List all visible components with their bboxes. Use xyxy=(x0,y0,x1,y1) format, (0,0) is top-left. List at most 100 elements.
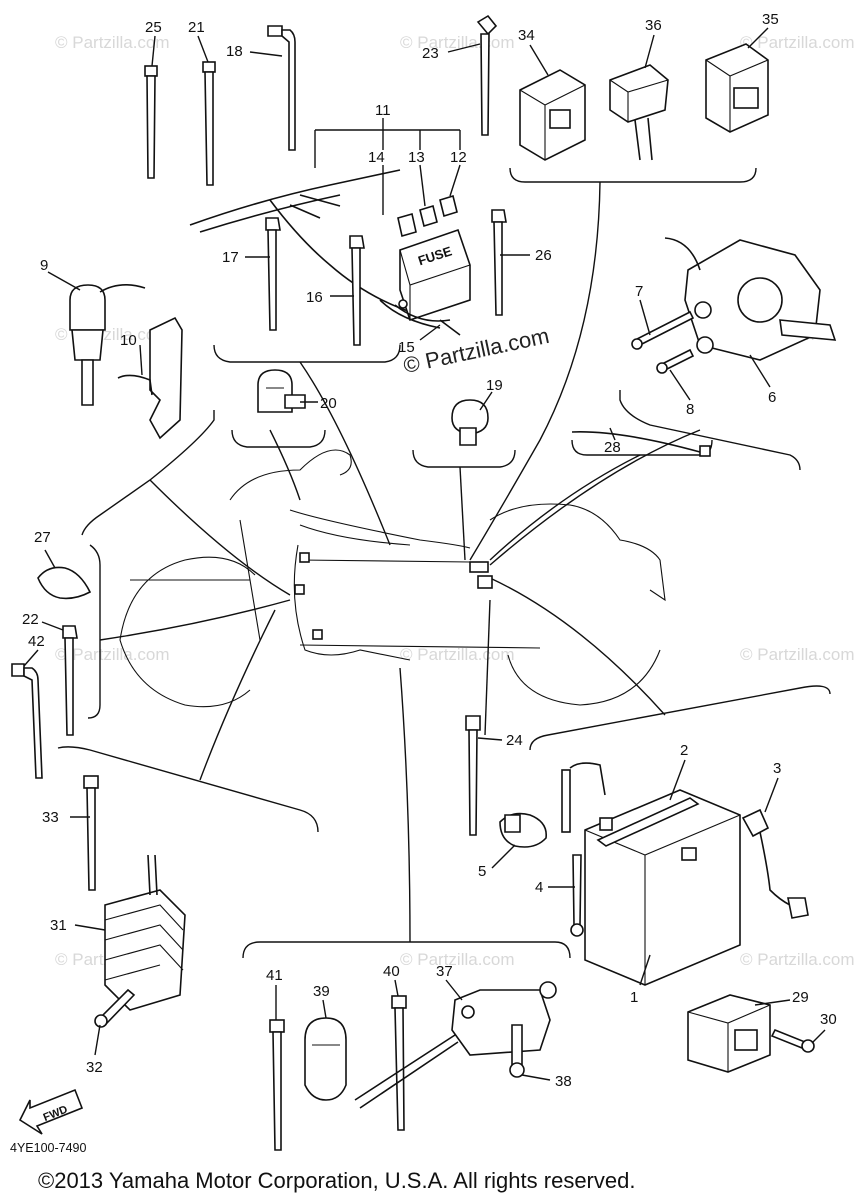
watermark-text: © Partzilla.com xyxy=(400,950,515,969)
mount-hole-icon xyxy=(694,301,712,319)
route-line xyxy=(299,361,391,546)
route-line xyxy=(489,577,666,716)
bracket-rectifier-group xyxy=(57,746,319,833)
sensor-37-wire xyxy=(354,1034,459,1109)
cable-4-icon xyxy=(572,854,582,926)
front-wheel-arc xyxy=(119,639,251,708)
cable-tie-26-icon xyxy=(493,221,503,316)
band-27-icon xyxy=(37,566,92,600)
clamp-location xyxy=(299,552,310,563)
rear-wheel-arc xyxy=(507,649,661,706)
harness-wire xyxy=(189,169,401,226)
clamp-location xyxy=(312,629,323,640)
bracket-starter-relay-group xyxy=(81,410,215,536)
leader-37 xyxy=(445,979,463,1001)
fuse-12-icon xyxy=(439,194,458,218)
leader-34 xyxy=(529,44,549,76)
cable-tie-16-icon xyxy=(351,247,361,346)
cable-tie-17-icon xyxy=(267,229,277,331)
callout-16: 16 xyxy=(306,289,323,306)
leader-25 xyxy=(151,35,156,67)
harness-wire xyxy=(199,194,341,233)
bolt-30-icon xyxy=(770,1028,807,1050)
key-icon xyxy=(779,319,837,341)
cable-tie-42-head-icon xyxy=(11,663,25,677)
relay-36-wires xyxy=(634,117,653,161)
callout-41: 41 xyxy=(266,967,283,984)
fuse-box-location xyxy=(469,561,489,573)
callout-8: 8 xyxy=(686,401,694,418)
route-line xyxy=(469,181,601,561)
callout-22: 22 xyxy=(22,611,39,628)
cable-minus-icon xyxy=(569,762,606,796)
clamp-19-tab-icon xyxy=(459,427,477,446)
callout-24: 24 xyxy=(506,732,523,749)
leader-24 xyxy=(477,737,503,741)
leader-19 xyxy=(479,391,493,411)
route-line xyxy=(399,667,411,943)
leader-12 xyxy=(449,164,461,197)
cable-tie-28-head-icon xyxy=(699,445,711,457)
cable-tie-16-head-icon xyxy=(349,235,365,249)
callout-31: 31 xyxy=(50,917,67,934)
clamps xyxy=(257,369,489,446)
callout-26: 26 xyxy=(535,247,552,264)
cable-tie-22-icon xyxy=(64,637,74,736)
cable-tie-23-head-icon xyxy=(476,14,498,36)
relay-29-connector xyxy=(734,1029,758,1051)
callout-15: 15 xyxy=(398,339,415,356)
clamp-location xyxy=(294,584,305,595)
watermark-text: © Partzilla.com xyxy=(740,950,855,969)
cable-tie-42-icon xyxy=(23,667,43,779)
callout-1: 1 xyxy=(630,989,638,1006)
leader-29 xyxy=(754,999,791,1006)
bolt-32-head-icon xyxy=(94,1014,108,1028)
cable-tie-40-icon xyxy=(394,1007,405,1131)
clamp-39-icon xyxy=(304,1017,347,1101)
main-switch-assembly xyxy=(631,237,837,374)
watermark-text: © Partzilla.com xyxy=(400,645,515,664)
leader-23 xyxy=(447,43,481,53)
cable-tie-21-icon xyxy=(204,71,214,186)
bolt-7-head-icon xyxy=(631,338,643,350)
fuse-13-icon xyxy=(419,204,438,228)
fuel-tank-top xyxy=(289,509,471,549)
leader-36 xyxy=(644,34,655,69)
callout-34: 34 xyxy=(518,27,535,44)
leader-38 xyxy=(521,1074,551,1081)
cable-tie-21-head-icon xyxy=(202,61,216,73)
cable-tie-33-icon xyxy=(86,787,96,891)
route-line xyxy=(269,429,301,501)
relay-34-connector xyxy=(549,109,571,129)
cable-tie-40-head-icon xyxy=(391,995,407,1009)
lead-3-cap-icon xyxy=(741,808,770,838)
main-switch-wire xyxy=(664,237,701,271)
leader-15 xyxy=(419,324,441,341)
leader-11 xyxy=(314,118,461,168)
switch-9-thread-icon xyxy=(81,359,94,406)
callout-27: 27 xyxy=(34,529,51,546)
cable-tie-25-head-icon xyxy=(144,65,158,77)
leader-1 xyxy=(639,954,651,986)
callout-6: 6 xyxy=(768,389,776,406)
bracket-fuse-group xyxy=(213,344,401,363)
rectifier-wires xyxy=(147,854,158,896)
rectifier-assembly xyxy=(94,854,186,1028)
cable-tie-22-head-icon xyxy=(62,625,78,639)
leader-5 xyxy=(491,844,516,869)
watermark-text: © Partzilla.com xyxy=(55,33,170,52)
leader-32 xyxy=(94,1024,101,1056)
callout-28: 28 xyxy=(604,439,621,456)
callout-32: 32 xyxy=(86,1059,103,1076)
switch-9-icon xyxy=(69,284,106,331)
route-line xyxy=(489,429,701,566)
harness-wire xyxy=(269,199,421,316)
rectifier-31-icon xyxy=(104,889,186,1011)
callout-17: 17 xyxy=(222,249,239,266)
switch-9-wire xyxy=(99,284,146,293)
fuse-14-icon xyxy=(397,212,417,238)
route-line xyxy=(99,599,291,641)
overlay-watermark: © Partzilla.com xyxy=(401,323,551,378)
relay-29-edge xyxy=(687,1004,771,1072)
fuel-tank-lower xyxy=(299,524,411,546)
